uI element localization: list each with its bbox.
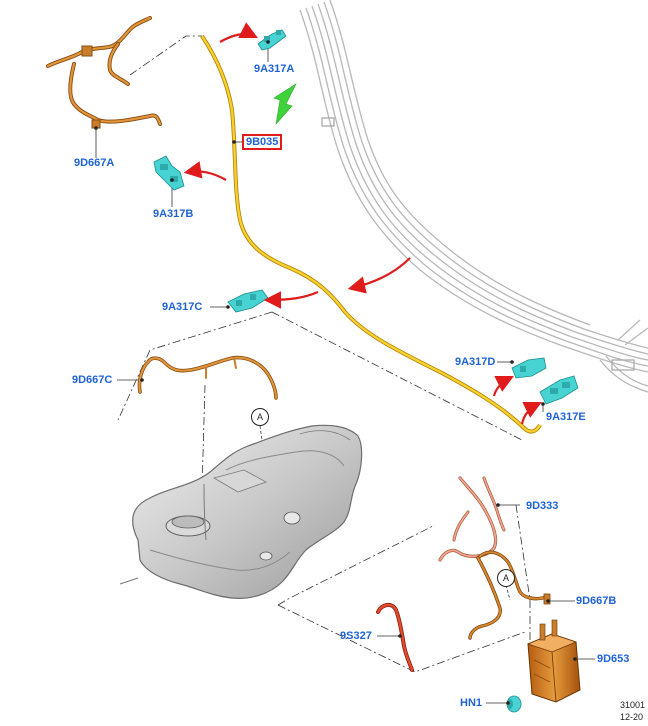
callout-9D653[interactable]: 9D653 <box>597 653 630 665</box>
tube-9S327[interactable] <box>376 603 414 672</box>
vent-tube-9D333[interactable] <box>438 476 506 562</box>
callout-9B035-highlighted[interactable]: 9B035 <box>242 134 283 150</box>
callout-9A317C[interactable]: 9A317C <box>162 301 203 313</box>
vent-hose-9D667B[interactable] <box>468 550 551 640</box>
vent-hose-9D667C[interactable] <box>137 355 278 400</box>
green-highlight-arrow <box>273 83 297 125</box>
figure-reference-number: 31001 <box>620 700 646 710</box>
clip-9A317A[interactable] <box>257 29 287 51</box>
clip-9A317C[interactable] <box>227 289 269 313</box>
callout-9D667A[interactable]: 9D667A <box>74 157 115 169</box>
clip-9A317E[interactable] <box>539 375 579 405</box>
detail-marker-a-lower: A <box>497 569 515 587</box>
fuel-supply-line-9B035[interactable] <box>200 34 542 434</box>
underbody-line-bundle <box>299 0 648 393</box>
callout-9D667B[interactable]: 9D667B <box>576 595 617 607</box>
fuel-tank[interactable] <box>119 424 363 599</box>
clip-9A317B[interactable] <box>153 155 185 191</box>
evap-canister-9D653[interactable] <box>526 619 581 703</box>
clip-9A317D[interactable] <box>511 357 547 379</box>
callout-9A317E[interactable]: 9A317E <box>546 411 586 423</box>
callout-9D333[interactable]: 9D333 <box>526 500 559 512</box>
callout-9A317B[interactable]: 9A317B <box>153 208 194 220</box>
callout-9D667C[interactable]: 9D667C <box>72 374 113 386</box>
figure-reference-date: 12-20 <box>620 712 644 722</box>
callout-HN1[interactable]: HN1 <box>460 697 483 709</box>
detail-marker-a-upper: A <box>251 408 269 426</box>
vent-hose-9D667A[interactable] <box>46 16 162 129</box>
callout-9A317A[interactable]: 9A317A <box>254 63 295 75</box>
callout-9A317D[interactable]: 9A317D <box>455 356 496 368</box>
leader-dots <box>94 40 577 705</box>
red-pointer-arrows <box>183 22 542 425</box>
callout-9S327[interactable]: 9S327 <box>340 630 372 642</box>
